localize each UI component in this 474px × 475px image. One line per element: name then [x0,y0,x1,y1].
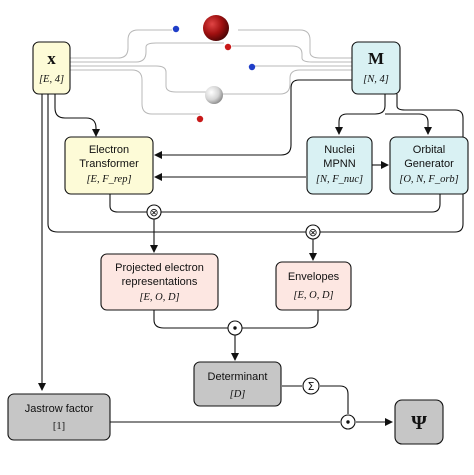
electron-blue-icon [248,63,256,71]
outer-product-operator: ⊗ [146,204,162,220]
electron-red-icon [196,115,204,123]
nuclei-mpnn-line2: MPNN [323,158,355,170]
input-m-symbol: M [368,49,384,68]
molecule-illustration [66,29,354,115]
input-m: M [N, 4] [351,41,401,95]
electron-transformer-line1: Electron [89,144,129,156]
projected-line1: Projected electron [115,262,204,274]
envelope-outer-product-operator: ⊗ [305,224,321,240]
projected-shape: [E, O, D] [139,292,179,303]
electron-blue-icon [172,25,180,33]
jastrow-line1: Jastrow factor [25,403,94,415]
electron-transformer-block: Electron Transformer [E, F_rep] [64,136,154,195]
projected-line2: representations [122,276,198,288]
psi-symbol: Ψ [411,412,427,434]
connectors [38,79,464,426]
jastrow-shape: [1] [53,421,65,432]
jastrow-factor-block: Jastrow factor [1] [7,393,111,441]
determinant-line1: Determinant [208,371,268,383]
psi-output: Ψ [394,399,444,445]
dot-product-operator [227,320,243,336]
nucleus-red-icon [203,15,229,41]
electron-transformer-line2: Transformer [79,158,139,170]
determinant-block: Determinant [D] [193,361,282,407]
electron-red-icon [224,43,232,51]
sum-operator: Σ [302,377,320,395]
envelopes-line1: Envelopes [288,271,340,283]
svg-text:⊗: ⊗ [308,226,317,239]
electron-transformer-shape: [E, F_rep] [86,174,131,185]
envelopes-shape: [E, O, D] [293,290,333,301]
envelopes-block: Envelopes [E, O, D] [275,261,352,311]
nuclei-mpnn-shape: [N, F_nuc] [316,174,363,185]
final-product-operator [340,414,356,430]
input-m-shape: [N, 4] [363,74,389,85]
projected-representations-block: Projected electron representations [E, O… [100,253,219,311]
orbital-generator-block: Orbital Generator [O, N, F_orb] [389,136,469,195]
orbital-generator-shape: [O, N, F_orb] [399,174,459,185]
input-x: x [E, 4] [32,41,71,95]
orbital-generator-line1: Orbital [413,144,445,156]
svg-text:⊗: ⊗ [149,206,158,219]
svg-text:Σ: Σ [308,380,315,393]
orbital-generator-line2: Generator [404,158,454,170]
input-x-shape: [E, 4] [39,74,64,85]
nuclei-mpnn-block: Nuclei MPNN [N, F_nuc] [306,136,373,195]
input-x-symbol: x [47,49,56,68]
determinant-shape: [D] [230,389,246,400]
nuclei-mpnn-line1: Nuclei [324,144,355,156]
nucleus-gray-icon [205,86,223,104]
